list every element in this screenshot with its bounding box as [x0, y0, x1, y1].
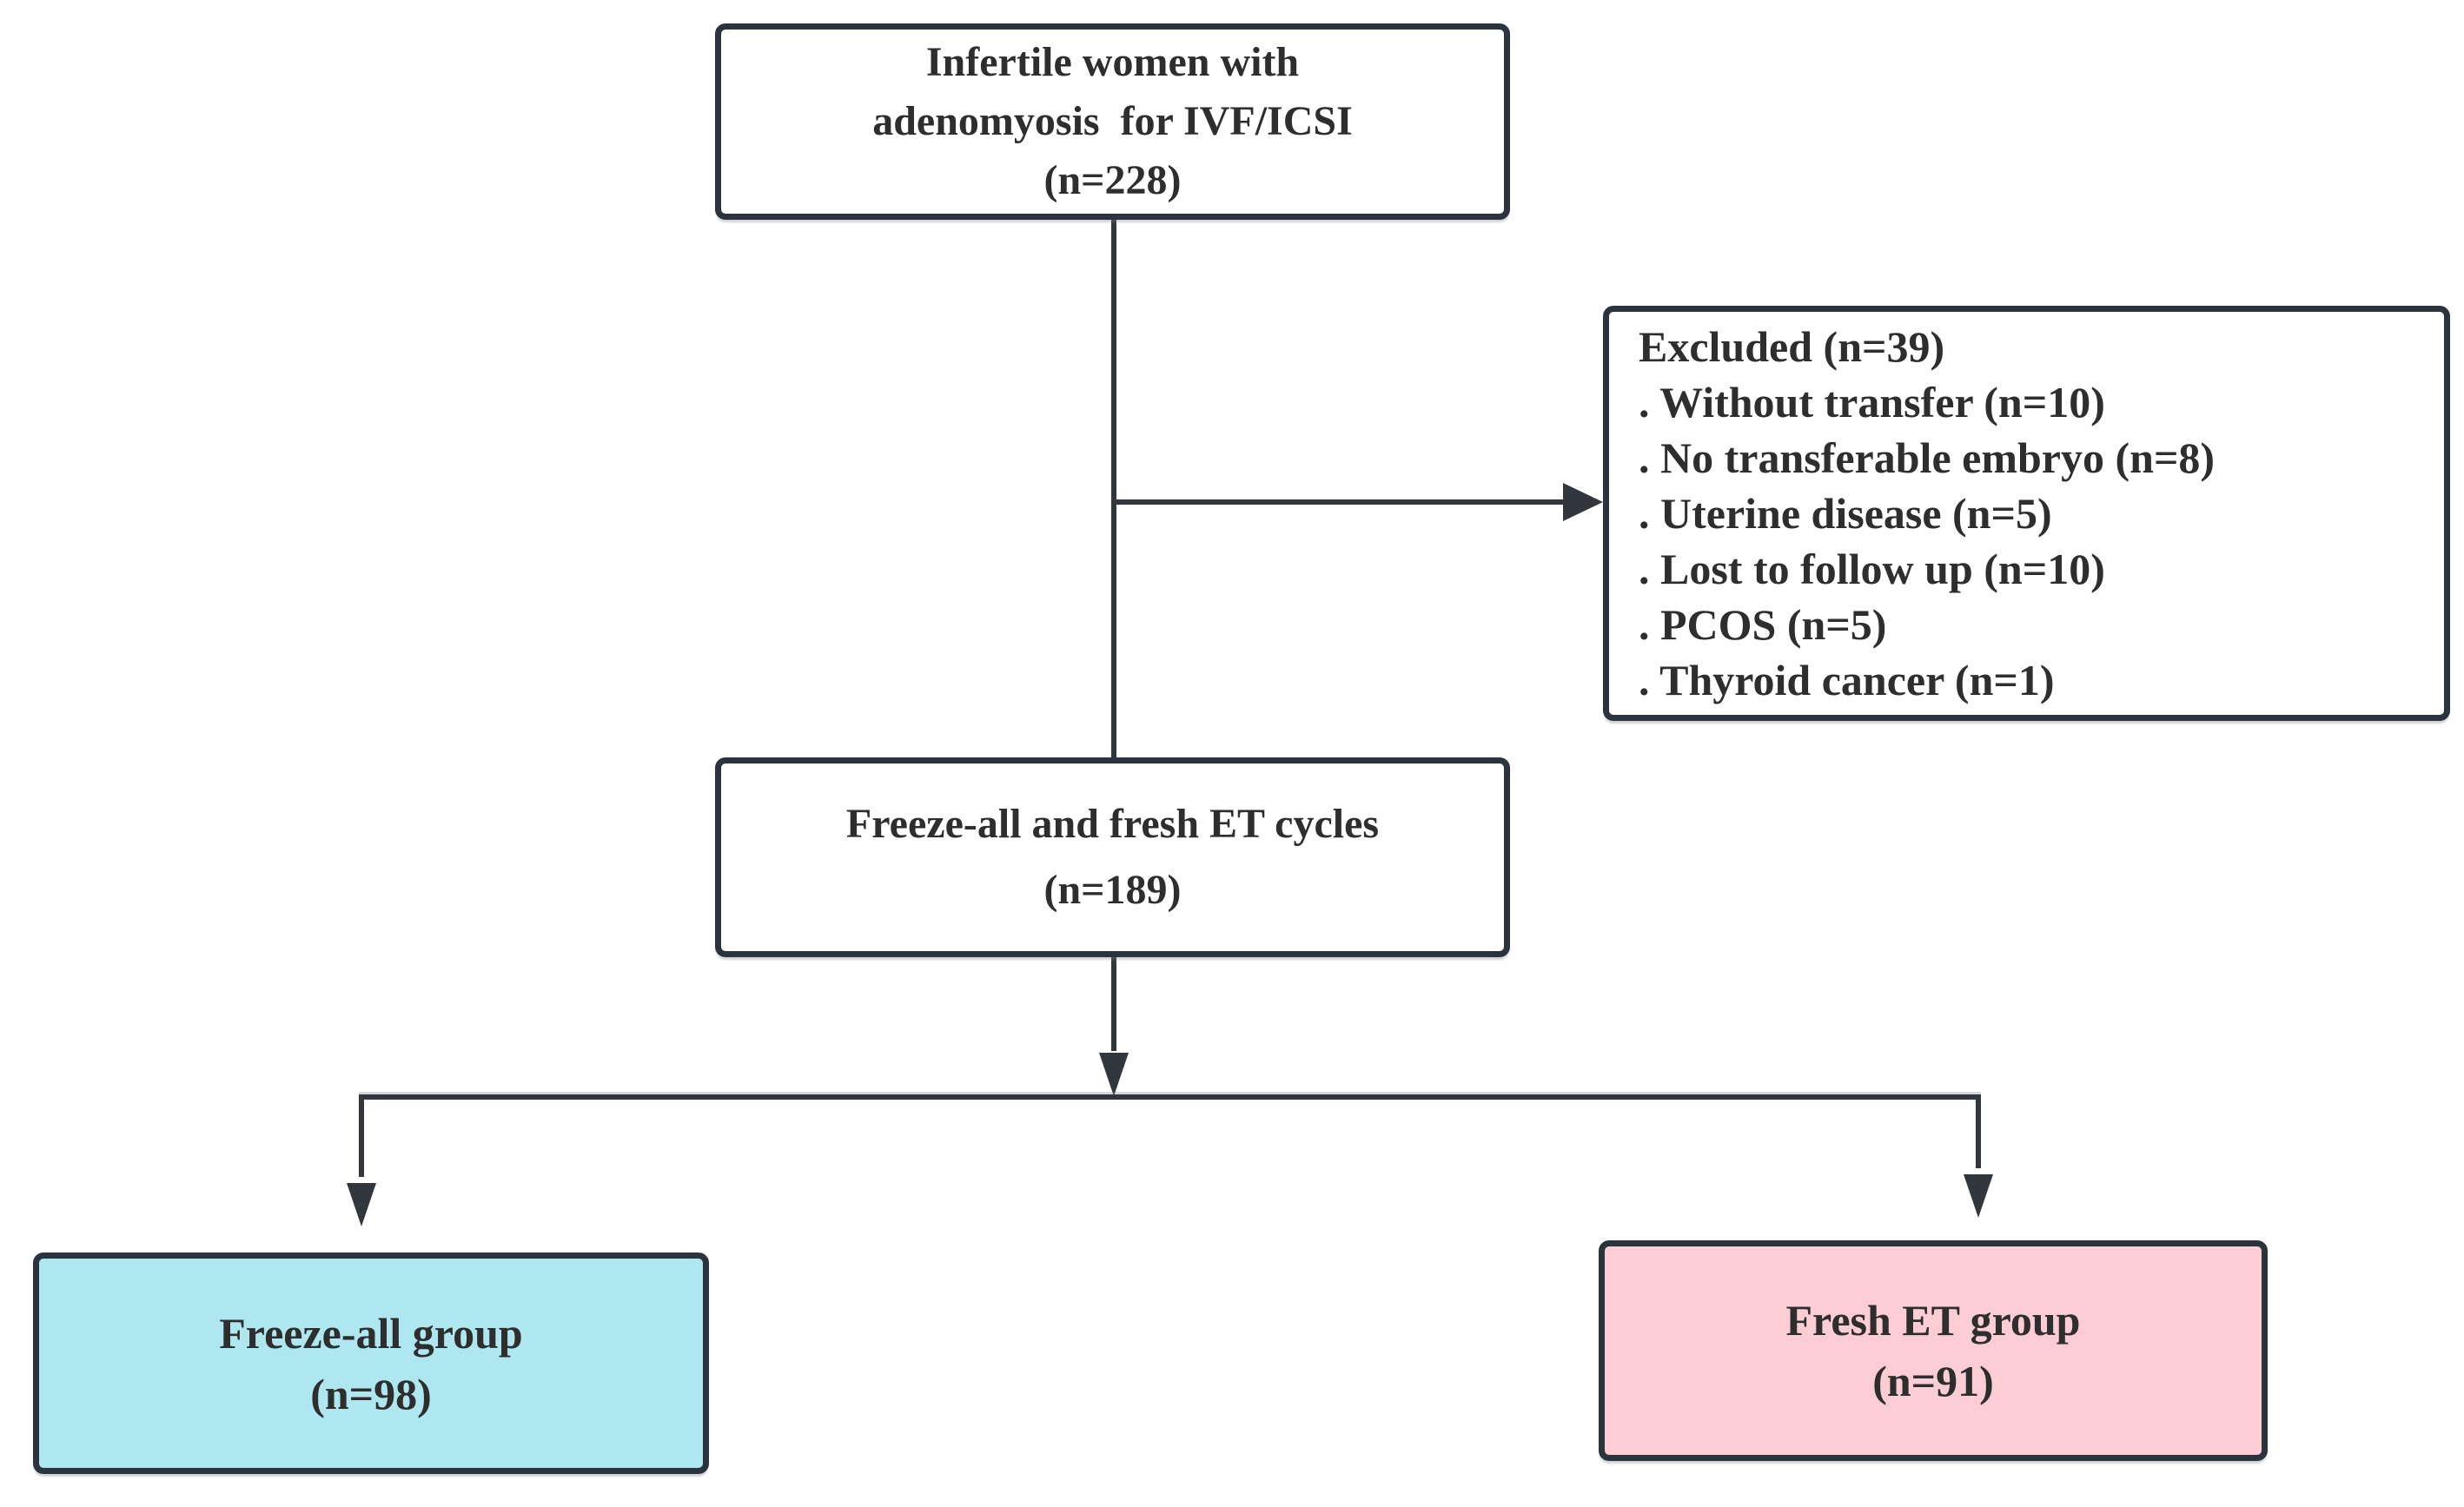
node-text-line: Fresh ET group [1785, 1296, 2081, 1345]
excluded-item: . PCOS (n=5) [1639, 600, 1887, 649]
excluded-item: . Uterine disease (n=5) [1639, 489, 2052, 538]
node-fresh-et-group: Fresh ET group (n=91) [1599, 1240, 2268, 1461]
node-text-line: Freeze-all group [219, 1308, 523, 1358]
connector-branch-to-fresh-et [1976, 1094, 1981, 1168]
node-text-line: (n=98) [310, 1369, 432, 1418]
connector-to-excluded [1111, 499, 1564, 505]
connector-branch-to-freeze-all [359, 1094, 364, 1177]
branch-line [359, 1094, 1981, 1100]
arrowhead-down-icon [347, 1183, 376, 1226]
node-freeze-all-group: Freeze-all group (n=98) [33, 1253, 709, 1474]
excluded-item: . Thyroid cancer (n=1) [1639, 656, 2055, 704]
arrowhead-right-icon [1563, 483, 1603, 521]
node-text-line: Freeze-all and fresh ET cycles [845, 801, 1380, 847]
excluded-title: Excluded (n=39) [1639, 322, 1945, 371]
node-excluded: Excluded (n=39) . Without transfer (n=10… [1603, 306, 2450, 721]
node-infertile-women: Infertile women with adenomyosis for IVF… [715, 23, 1510, 220]
node-text-line: (n=91) [1872, 1357, 1994, 1405]
node-text-line: Infertile women with [925, 39, 1300, 85]
arrowhead-down-icon [1099, 1053, 1129, 1096]
node-text-line: adenomyosis for IVF/ICSI [872, 98, 1353, 144]
node-text-line: (n=189) [1043, 867, 1182, 913]
excluded-item: . No transferable embryo (n=8) [1639, 433, 2216, 482]
node-freeze-all-and-fresh-et-cycles: Freeze-all and fresh ET cycles (n=189) [715, 757, 1510, 957]
connector-middle-to-branch [1111, 957, 1116, 1051]
node-text-line: (n=228) [1043, 157, 1182, 203]
excluded-item: . Without transfer (n=10) [1639, 378, 2105, 426]
arrowhead-down-icon [1964, 1174, 1993, 1218]
excluded-item: . Lost to follow up (n=10) [1639, 545, 2105, 593]
connector-top-to-middle [1111, 217, 1116, 757]
